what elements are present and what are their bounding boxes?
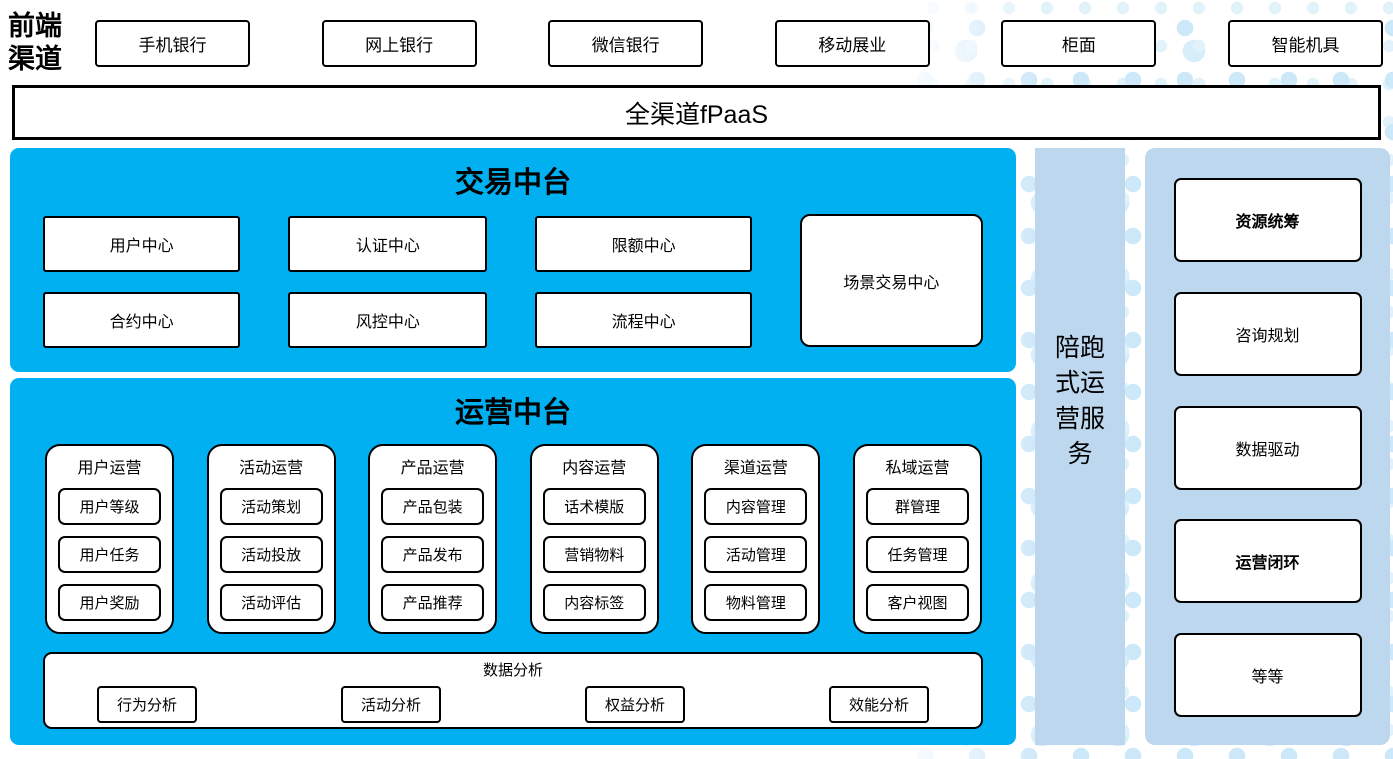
ops-item-content-management: 内容管理 (704, 488, 808, 525)
center-box-authentication: 认证中心 (288, 216, 488, 272)
ops-item-activity-delivery: 活动投放 (219, 536, 323, 573)
accompanying-service-bar: 陪跑式运营服务 (1035, 148, 1125, 745)
transaction-platform-section: 交易中台 用户中心 认证中心 限额中心 场景交易中心 合约中心 风控中心 流程中… (10, 148, 1016, 372)
operations-platform-title: 运营中台 (454, 397, 571, 429)
ops-card-private-domain-operation: 私域运营 群管理 任务管理 客户视图 (852, 444, 982, 634)
ops-item-activity-management: 活动管理 (704, 536, 808, 573)
ops-item-customer-view: 客户视图 (865, 584, 969, 621)
channel-box-counter: 柜面 (1001, 20, 1157, 67)
ops-item-product-packaging: 产品包装 (381, 488, 485, 525)
channel-box-smart-devices: 智能机具 (1227, 20, 1383, 67)
ops-item-user-level: 用户等级 (58, 488, 161, 525)
ops-card-title: 渠道运营 (723, 460, 788, 477)
ops-item-group-management: 群管理 (865, 488, 969, 525)
ops-item-product-recommendation: 产品推荐 (381, 584, 485, 621)
center-box-process: 流程中心 (535, 292, 752, 348)
channel-box-wechat-banking: 微信银行 (548, 20, 704, 67)
service-box-data-driven: 数据驱动 (1173, 405, 1362, 490)
transaction-platform-grid: 用户中心 认证中心 限额中心 场景交易中心 合约中心 风控中心 流程中心 (10, 201, 1016, 348)
middle-platforms-column: 交易中台 用户中心 认证中心 限额中心 场景交易中心 合约中心 风控中心 流程中… (10, 148, 1016, 745)
ops-card-title: 私域运营 (885, 460, 950, 477)
ops-card-title: 内容运营 (562, 460, 627, 477)
center-box-scene-transaction: 场景交易中心 (799, 214, 983, 347)
service-panel: 资源统筹 咨询规划 数据驱动 运营闭环 等等 (1145, 148, 1390, 745)
ops-card-user-operation: 用户运营 用户等级 用户任务 用户奖励 (45, 444, 174, 634)
service-box-consulting-planning: 咨询规划 (1173, 291, 1362, 376)
service-box-operation-closed-loop: 运营闭环 (1173, 519, 1362, 604)
ops-item-script-template: 话术模版 (542, 488, 646, 525)
ops-item-activity-planning: 活动策划 (219, 488, 323, 525)
data-analysis-bar: 数据分析 行为分析 活动分析 权益分析 效能分析 (43, 652, 983, 729)
analysis-item-benefit: 权益分析 (585, 686, 685, 723)
front-channels-label: 前端渠道 (8, 11, 62, 74)
center-box-limit: 限额中心 (535, 216, 752, 272)
front-channels-row: 前端渠道 手机银行 网上银行 微信银行 移动展业 柜面 智能机具 (0, 0, 1393, 78)
channel-box-online-banking: 网上银行 (321, 20, 477, 67)
ops-card-product-operation: 产品运营 产品包装 产品发布 产品推荐 (368, 444, 498, 634)
data-analysis-title: 数据分析 (482, 662, 543, 679)
ops-card-activity-operation: 活动运营 活动策划 活动投放 活动评估 (206, 444, 336, 634)
center-box-contract: 合约中心 (43, 292, 241, 348)
ops-card-title: 产品运营 (400, 460, 465, 477)
analysis-item-activity: 活动分析 (341, 686, 441, 723)
service-box-etc: 等等 (1173, 633, 1362, 717)
channel-box-mobile-outreach: 移动展业 (774, 20, 930, 67)
channel-box-mobile-banking: 手机银行 (95, 20, 250, 67)
ops-item-product-release: 产品发布 (381, 536, 485, 573)
operations-cards: 用户运营 用户等级 用户任务 用户奖励 活动运营 活动策划 活动投放 活动评估 … (10, 431, 1016, 634)
ops-card-title: 活动运营 (239, 460, 304, 477)
ops-card-channel-operation: 渠道运营 内容管理 活动管理 物料管理 (691, 444, 821, 634)
transaction-platform-title: 交易中台 (454, 167, 571, 199)
channel-boxes: 手机银行 网上银行 微信银行 移动展业 柜面 智能机具 (95, 20, 1383, 67)
ops-item-marketing-material: 营销物料 (542, 536, 646, 573)
operations-platform-section: 运营中台 用户运营 用户等级 用户任务 用户奖励 活动运营 活动策划 活动投放 … (10, 378, 1016, 745)
ops-item-activity-evaluation: 活动评估 (219, 584, 323, 621)
ops-card-title: 用户运营 (77, 460, 142, 477)
fpaas-bar: 全渠道fPaaS (12, 85, 1381, 140)
ops-item-content-tag: 内容标签 (542, 584, 646, 621)
main-area: 交易中台 用户中心 认证中心 限额中心 场景交易中心 合约中心 风控中心 流程中… (10, 148, 1390, 745)
ops-card-content-operation: 内容运营 话术模版 营销物料 内容标签 (529, 444, 659, 634)
data-analysis-items: 行为分析 活动分析 权益分析 效能分析 (45, 680, 981, 723)
center-box-risk-control: 风控中心 (288, 292, 488, 348)
analysis-item-behavior: 行为分析 (97, 686, 197, 723)
analysis-item-efficiency: 效能分析 (829, 686, 929, 723)
ops-item-material-management: 物料管理 (704, 584, 808, 621)
ops-item-user-task: 用户任务 (58, 536, 161, 573)
service-box-resource-coordination: 资源统筹 (1173, 178, 1362, 262)
accompanying-service-label: 陪跑式运营服务 (1054, 333, 1105, 469)
center-box-user: 用户中心 (43, 216, 241, 272)
ops-item-user-reward: 用户奖励 (58, 584, 161, 621)
ops-item-task-management: 任务管理 (865, 536, 969, 573)
